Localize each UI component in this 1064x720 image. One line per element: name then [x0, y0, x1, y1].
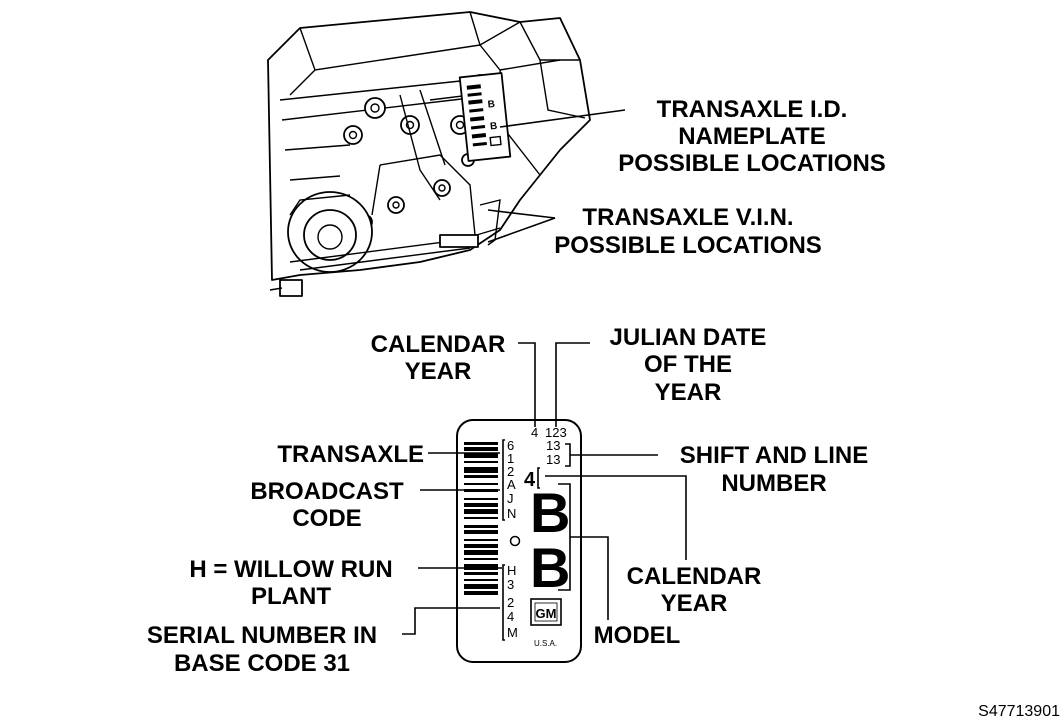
calendar-year-top-callout: CALENDAR YEAR [371, 331, 536, 427]
broadcast-char: A [507, 477, 516, 492]
barcode-bar [464, 517, 498, 519]
julian-date-label-line1: JULIAN DATE [610, 324, 767, 351]
id-nameplate-label-line3: POSSIBLE LOCATIONS [618, 150, 886, 177]
plate-shift-line-2: 13 [546, 452, 560, 467]
shift-line-callout: SHIFT AND LINE NUMBER [565, 442, 868, 497]
svg-text:B: B [490, 121, 498, 133]
barcode-bar [464, 530, 498, 534]
model-label: MODEL [594, 622, 681, 649]
barcode [464, 442, 498, 595]
serial-char: M [507, 625, 518, 640]
barcode-bar [464, 550, 498, 555]
willow-run-label-line2: PLANT [251, 583, 331, 610]
serial-char: 2 [507, 595, 514, 610]
broadcast-char: N [507, 506, 516, 521]
broadcast-code-label-line1: BROADCAST [250, 478, 404, 505]
barcode-bar [464, 447, 498, 451]
calendar-year-right-label-line2: YEAR [661, 590, 728, 617]
transaxle-label: TRANSAXLE [277, 441, 424, 468]
calendar-year-top-label-line1: CALENDAR [371, 331, 506, 358]
barcode-bar [464, 558, 498, 560]
gm-logo-text: GM [536, 606, 557, 621]
vin-label-line1: TRANSAXLE V.I.N. [582, 204, 793, 231]
serial-number-callout: SERIAL NUMBER IN BASE CODE 31 [147, 607, 500, 677]
barcode-bar [464, 525, 498, 528]
shift-line-label-line1: SHIFT AND LINE [680, 442, 868, 469]
barcode-bar [464, 572, 498, 575]
plate-model-letter-2: B [530, 536, 570, 599]
barcode-bar [464, 461, 498, 463]
broadcast-char: 6 [507, 438, 514, 453]
serial-char: 4 [507, 609, 514, 624]
calendar-year-top-label-line2: YEAR [405, 358, 472, 385]
plate-julian-date: 123 [545, 425, 567, 440]
broadcast-char: 1 [507, 451, 514, 466]
plate-model-letter-1: B [530, 481, 570, 544]
willow-run-label-line1: H = WILLOW RUN [189, 556, 392, 583]
calendar-year-right-label-line1: CALENDAR [627, 563, 762, 590]
model-callout: MODEL [558, 483, 681, 649]
barcode-bar [464, 475, 498, 478]
julian-date-callout: JULIAN DATE OF THE YEAR [555, 324, 767, 427]
barcode-bar [464, 544, 498, 548]
julian-date-label-line2: OF THE [644, 351, 732, 378]
willow-run-callout: H = WILLOW RUN PLANT [189, 556, 502, 610]
julian-date-label-line3: YEAR [655, 379, 722, 406]
shift-line-label-line2: NUMBER [721, 470, 826, 497]
broadcast-char: 2 [507, 464, 514, 479]
barcode-bar [464, 584, 498, 589]
serial-number-label-line2: BASE CODE 31 [174, 650, 350, 677]
broadcast-code-label-line2: CODE [292, 505, 361, 532]
vin-label-line2: POSSIBLE LOCATIONS [554, 232, 822, 259]
serial-number-label-line1: SERIAL NUMBER IN [147, 622, 377, 649]
serial-code-column: H 3 2 4 M [507, 563, 518, 640]
barcode-bar [464, 539, 498, 541]
id-nameplate-callout: TRANSAXLE I.D. NAMEPLATE POSSIBLE LOCATI… [499, 96, 886, 177]
transaxle-callout: TRANSAXLE [277, 441, 500, 468]
svg-text:B: B [487, 99, 495, 111]
reference-number: S47713901 [978, 703, 1060, 720]
barcode-bar [464, 483, 498, 485]
plate-year-top: 4 [531, 425, 538, 440]
barcode-bar [464, 442, 498, 445]
barcode-bar [464, 564, 498, 570]
barcode-bar [464, 591, 498, 595]
calendar-year-right-callout: CALENDAR YEAR [545, 475, 762, 617]
id-nameplate-label-line1: TRANSAXLE I.D. [657, 96, 848, 123]
barcode-bar [464, 498, 498, 500]
broadcast-code-callout: BROADCAST CODE [250, 478, 500, 532]
barcode-bar [464, 509, 498, 514]
plate-country: U.S.A. [534, 639, 557, 648]
serial-char: 3 [507, 577, 514, 592]
id-nameplate-label-line2: NAMEPLATE [678, 123, 826, 150]
plate-rivet-icon [509, 535, 521, 547]
broadcast-code-column: 6 1 2 A J N [507, 438, 516, 521]
barcode-bar [464, 503, 498, 507]
broadcast-char: J [507, 491, 514, 506]
transaxle-illustration: B B [267, 11, 591, 297]
id-nameplate: 4 123 13 13 6 1 2 A J N H 3 2 4 M 4 B B [456, 419, 582, 663]
vin-callout: TRANSAXLE V.I.N. POSSIBLE LOCATIONS [487, 204, 822, 259]
barcode-bar [464, 579, 498, 581]
plate-shift-line-1: 13 [546, 438, 560, 453]
barcode-bar [464, 453, 498, 458]
barcode-bar [464, 467, 498, 473]
plate-year-digit: 4 [524, 469, 536, 491]
serial-char: H [507, 563, 516, 578]
